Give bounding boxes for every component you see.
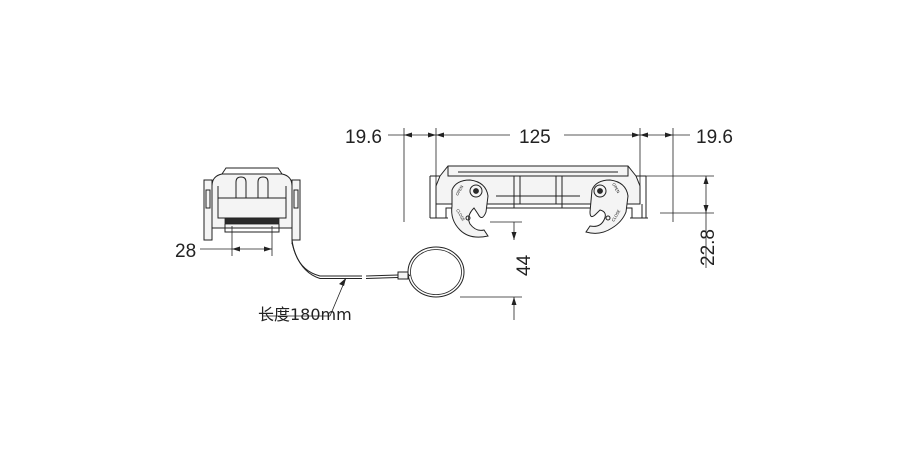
right-latch-open-label: OPEN — [611, 182, 621, 194]
left-latch-open-label: OPEN — [455, 184, 465, 196]
cable-length-label: 长度180mm — [258, 305, 352, 324]
dim-loop-height: 44 — [514, 254, 535, 276]
dimension-44: 44 — [460, 221, 535, 320]
dimension-22-8: 22.8 — [646, 175, 719, 268]
dim-left-overhang: 19.6 — [345, 127, 382, 148]
dim-height-right: 22.8 — [698, 229, 719, 266]
dimension-28: 28 — [175, 226, 273, 262]
left-latch: OPEN CLOSE — [451, 179, 489, 238]
side-view-cover — [203, 167, 301, 244]
right-latch-close-label: CLOSE — [611, 208, 622, 222]
dimension-top: 19.6 125 19.6 — [345, 127, 733, 222]
lanyard-cable — [291, 239, 465, 298]
left-latch-close-label: CLOSE — [455, 208, 466, 222]
cable-length-note: 长度180mm — [258, 277, 352, 324]
dim-right-overhang: 19.6 — [696, 127, 733, 148]
dim-side-width: 28 — [175, 241, 196, 262]
right-latch: OPEN CLOSE — [585, 179, 629, 234]
dim-center-span: 125 — [519, 127, 551, 148]
